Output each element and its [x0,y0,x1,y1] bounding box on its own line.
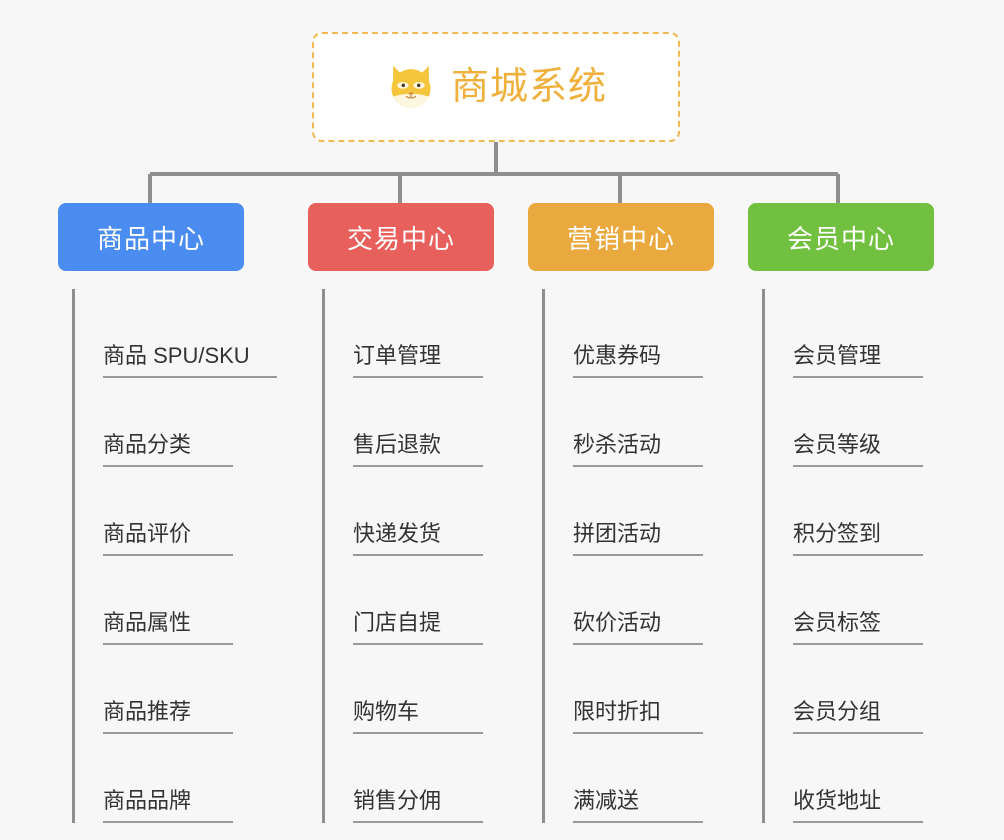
leaf-label: 限时折扣 [573,694,703,734]
leaf-label: 快递发货 [353,516,483,556]
leaf-item[interactable]: 满减送 [545,734,714,823]
leaf-item[interactable]: 商品评价 [75,467,244,556]
category-header-label: 商品中心 [96,223,205,254]
leaf-item[interactable]: 商品属性 [75,556,244,645]
leaf-label: 会员管理 [793,338,923,378]
leaf-item[interactable]: 商品分类 [75,378,244,467]
leaf-label: 购物车 [353,694,483,734]
leaf-list-1: 商品 SPU/SKU 商品分类 商品评价 商品属性 商品推荐 商品品牌 [72,289,277,823]
leaf-label: 商品 SPU/SKU [103,338,277,378]
leaf-label: 收货地址 [793,783,923,823]
leaf-label: 商品评价 [103,516,233,556]
category-column-2: 交易中心 订单管理 售后退款 快递发货 门店自提 购物车 [308,203,494,823]
leaf-label: 订单管理 [353,338,483,378]
leaf-label: 门店自提 [353,605,483,645]
leaf-item[interactable]: 积分签到 [765,467,934,556]
leaf-item[interactable]: 商品 SPU/SKU [75,289,277,378]
category-header-label: 会员中心 [786,223,895,254]
leaf-label: 会员标签 [793,605,923,645]
leaf-label: 会员等级 [793,427,923,467]
leaf-item[interactable]: 限时折扣 [545,645,714,734]
leaf-item[interactable]: 销售分佣 [325,734,494,823]
category-header-label: 营销中心 [566,223,675,254]
leaf-label: 拼团活动 [573,516,703,556]
leaf-label: 商品属性 [103,605,233,645]
leaf-label: 会员分组 [793,694,923,734]
leaf-item[interactable]: 收货地址 [765,734,934,823]
leaf-label: 积分签到 [793,516,923,556]
leaf-item[interactable]: 购物车 [325,645,494,734]
leaf-item[interactable]: 商品推荐 [75,645,244,734]
root-title: 商城系统 [450,66,607,108]
leaf-label: 商品推荐 [103,694,233,734]
leaf-list-2: 订单管理 售后退款 快递发货 门店自提 购物车 销售分佣 [322,289,494,823]
leaf-list-4: 会员管理 会员等级 积分签到 会员标签 会员分组 收货地址 [762,289,934,823]
leaf-item[interactable]: 秒杀活动 [545,378,714,467]
leaf-label: 商品品牌 [103,783,233,823]
category-column-1: 商品中心 商品 SPU/SKU 商品分类 商品评价 商品属性 商品推荐 [58,203,277,823]
leaf-label: 满减送 [573,783,703,823]
leaf-item[interactable]: 砍价活动 [545,556,714,645]
shiba-dog-face-icon [391,65,431,109]
leaf-item[interactable]: 售后退款 [325,378,494,467]
leaf-item[interactable]: 订单管理 [325,289,494,378]
leaf-item[interactable]: 商品品牌 [75,734,244,823]
category-header-商品中心[interactable]: 商品中心 [58,203,244,271]
category-column-4: 会员中心 会员管理 会员等级 积分签到 会员标签 会员分组 [748,203,934,823]
leaf-label: 砍价活动 [573,605,703,645]
leaf-label: 售后退款 [353,427,483,467]
category-header-会员中心[interactable]: 会员中心 [748,203,934,271]
category-header-交易中心[interactable]: 交易中心 [308,203,494,271]
leaf-label: 销售分佣 [353,783,483,823]
leaf-item[interactable]: 会员分组 [765,645,934,734]
root-node[interactable]: 商城系统 [312,32,680,142]
leaf-list-3: 优惠券码 秒杀活动 拼团活动 砍价活动 限时折扣 满减送 [542,289,714,823]
leaf-item[interactable]: 会员等级 [765,378,934,467]
leaf-label: 秒杀活动 [573,427,703,467]
category-header-label: 交易中心 [346,223,455,254]
leaf-item[interactable]: 拼团活动 [545,467,714,556]
leaf-item[interactable]: 快递发货 [325,467,494,556]
leaf-label: 商品分类 [103,427,233,467]
category-header-营销中心[interactable]: 营销中心 [528,203,714,271]
leaf-label: 优惠券码 [573,338,703,378]
leaf-item[interactable]: 会员标签 [765,556,934,645]
category-column-3: 营销中心 优惠券码 秒杀活动 拼团活动 砍价活动 限时折扣 [528,203,714,823]
leaf-item[interactable]: 门店自提 [325,556,494,645]
leaf-item[interactable]: 会员管理 [765,289,934,378]
leaf-item[interactable]: 优惠券码 [545,289,714,378]
